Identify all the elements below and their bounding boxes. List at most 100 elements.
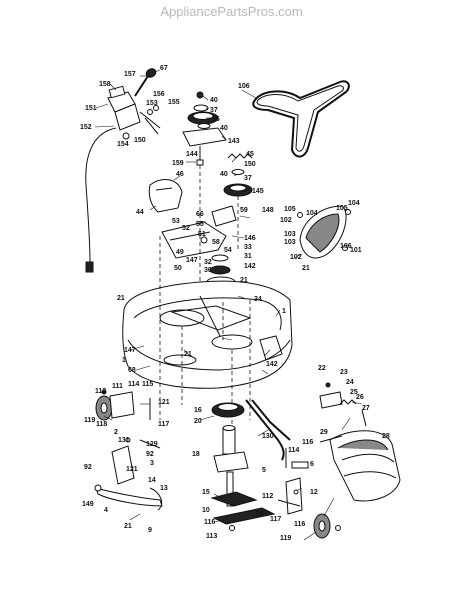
belt-drawing — [252, 80, 350, 158]
part-label: 114 — [288, 447, 299, 454]
part-label: 33 — [244, 244, 252, 251]
part-label: 67 — [160, 65, 168, 72]
lift-handle-drawing — [85, 68, 161, 273]
part-label: 116 — [294, 521, 305, 528]
part-label: 37 — [210, 107, 218, 114]
part-label: 30 — [204, 267, 212, 274]
part-label: 21 — [240, 277, 248, 284]
part-label: 116 — [204, 519, 215, 526]
part-label: 102 — [290, 254, 302, 261]
part-label: 21 — [302, 265, 310, 272]
part-label: 131 — [118, 437, 130, 444]
part-label: 10 — [202, 507, 210, 514]
part-label: 28 — [382, 433, 390, 440]
part-label: 44 — [136, 209, 144, 216]
part-label: 53 — [172, 218, 180, 225]
part-label: 51 — [198, 231, 206, 238]
part-label: 45 — [246, 151, 254, 158]
part-label: 4 — [104, 507, 108, 514]
part-label: 112 — [262, 493, 273, 500]
part-label: 40 — [220, 171, 228, 178]
part-label: 52 — [182, 225, 190, 232]
left-wheel-drawing — [95, 389, 151, 421]
part-label: 106 — [238, 83, 250, 90]
part-label: 36 — [212, 116, 220, 123]
part-label: 24 — [346, 379, 354, 386]
part-label: 6 — [310, 461, 314, 468]
part-label: 40 — [220, 125, 228, 132]
part-label: 3 — [150, 460, 154, 467]
part-label: 148 — [262, 207, 274, 214]
part-label: 157 — [124, 71, 136, 78]
part-label: 34 — [254, 296, 262, 303]
part-label: 9 — [148, 527, 152, 534]
part-label: 103 — [284, 239, 296, 246]
part-label: 18 — [192, 451, 200, 458]
part-label: 152 — [80, 124, 92, 131]
part-label: 16 — [194, 407, 202, 414]
part-label: 20 — [194, 418, 202, 425]
part-label: 142 — [266, 361, 278, 368]
part-label: 14 — [148, 477, 156, 484]
part-label: 143 — [228, 138, 240, 145]
part-label: 13 — [160, 485, 168, 492]
part-label: 147 — [124, 347, 136, 354]
part-label: 104 — [348, 200, 360, 207]
part-label: 144 — [186, 151, 198, 158]
part-label: 129 — [146, 441, 158, 448]
watermark: AppliancePartsPros.com — [160, 4, 303, 19]
discharge-chute-drawing — [319, 382, 401, 502]
part-label: 145 — [252, 188, 264, 195]
part-label: 146 — [244, 235, 256, 242]
leader-lines — [94, 69, 363, 541]
part-label: 158 — [99, 81, 111, 88]
part-label: 117 — [270, 516, 281, 523]
part-label: 130 — [262, 433, 274, 440]
part-label: 114 — [128, 381, 139, 388]
part-label: 119 — [280, 535, 291, 542]
part-label: 154 — [117, 141, 129, 148]
part-label: 102 — [280, 217, 292, 224]
part-label: 149 — [82, 501, 94, 508]
part-label: 31 — [244, 253, 252, 260]
part-label: 26 — [356, 394, 364, 401]
part-label: 117 — [158, 421, 169, 428]
part-label: 113 — [95, 388, 106, 395]
part-label: 66 — [196, 211, 204, 218]
part-label: 19 — [256, 511, 264, 518]
part-label: 54 — [224, 247, 232, 254]
part-label: 104 — [306, 210, 318, 217]
part-label: 29 — [320, 429, 328, 436]
part-labels: 158 157 67 151 156 153 155 152 150 154 4… — [80, 65, 390, 542]
part-label: 22 — [318, 365, 326, 372]
part-label: 50 — [174, 265, 182, 272]
part-label: 32 — [204, 259, 212, 266]
part-label: 116 — [302, 439, 313, 446]
part-label: 37 — [244, 175, 252, 182]
part-label: 111 — [112, 383, 123, 390]
idler-bracket-drawing — [161, 205, 237, 259]
right-belt-guard-drawing — [297, 205, 351, 259]
part-label: 121 — [158, 399, 170, 406]
part-label: 23 — [340, 369, 348, 376]
part-label: 155 — [168, 99, 180, 106]
part-label: 1 — [122, 357, 126, 364]
part-label: 55 — [196, 221, 204, 228]
part-label: 2 — [114, 429, 118, 436]
part-label: 106 — [340, 243, 352, 250]
part-label: 40 — [210, 97, 218, 104]
part-label: 159 — [172, 160, 184, 167]
part-label: 49 — [176, 249, 184, 256]
part-label: 121 — [126, 466, 138, 473]
part-label: 5 — [262, 467, 266, 474]
spindle-assembly-drawing — [210, 402, 276, 531]
lift-rod-drawing — [245, 399, 309, 469]
part-label: 21 — [117, 295, 125, 302]
part-label: 92 — [146, 451, 154, 458]
part-label: 12 — [310, 489, 318, 496]
part-label: 147 — [186, 257, 198, 264]
part-label: 150 — [244, 161, 256, 168]
part-label: 68 — [128, 367, 136, 374]
part-label: 105 — [284, 206, 296, 213]
